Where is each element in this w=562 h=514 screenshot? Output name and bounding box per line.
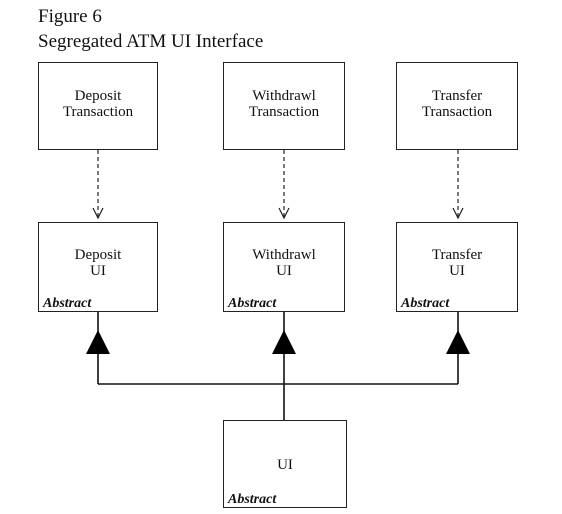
abstract-stereotype: Abstract — [228, 296, 277, 311]
dependency-arrowhead-deposit — [92, 207, 104, 220]
box-label: UI — [277, 457, 293, 473]
box-label-line2: UI — [449, 263, 465, 279]
base-ui-box: UI Abstract — [223, 420, 347, 508]
inherit-triangle-deposit — [86, 330, 110, 354]
abstract-stereotype: Abstract — [43, 296, 92, 311]
box-label-line2: Transaction — [421, 104, 493, 120]
dependency-arrowhead-transfer — [452, 207, 464, 220]
transfer-ui-box: Transfer UI Abstract — [396, 222, 518, 312]
inherit-triangle-transfer — [446, 330, 470, 354]
dependency-arrowhead-withdrawl — [278, 207, 290, 220]
box-label-line1: Deposit — [74, 247, 122, 263]
abstract-stereotype: Abstract — [401, 296, 450, 311]
box-label-line1: Deposit — [74, 88, 122, 104]
deposit-transaction-box: Deposit Transaction — [38, 62, 158, 150]
abstract-stereotype: Abstract — [228, 492, 277, 507]
figure-number: Figure 6 — [38, 6, 102, 27]
withdrawl-ui-box: Withdrawl UI Abstract — [223, 222, 345, 312]
box-label-line1: Transfer — [431, 247, 483, 263]
box-label-line2: UI — [276, 263, 292, 279]
box-label-line2: Transaction — [62, 104, 134, 120]
figure-title: Segregated ATM UI Interface — [38, 31, 264, 52]
box-label-line1: Withdrawl — [252, 247, 316, 263]
box-label-line2: UI — [90, 263, 106, 279]
box-label-line1: Withdrawl — [252, 88, 316, 104]
withdrawl-transaction-box: Withdrawl Transaction — [223, 62, 345, 150]
transfer-transaction-box: Transfer Transaction — [396, 62, 518, 150]
deposit-ui-box: Deposit UI Abstract — [38, 222, 158, 312]
inherit-triangle-withdrawl — [272, 330, 296, 354]
box-label-line1: Transfer — [431, 88, 483, 104]
box-label-line2: Transaction — [248, 104, 320, 120]
